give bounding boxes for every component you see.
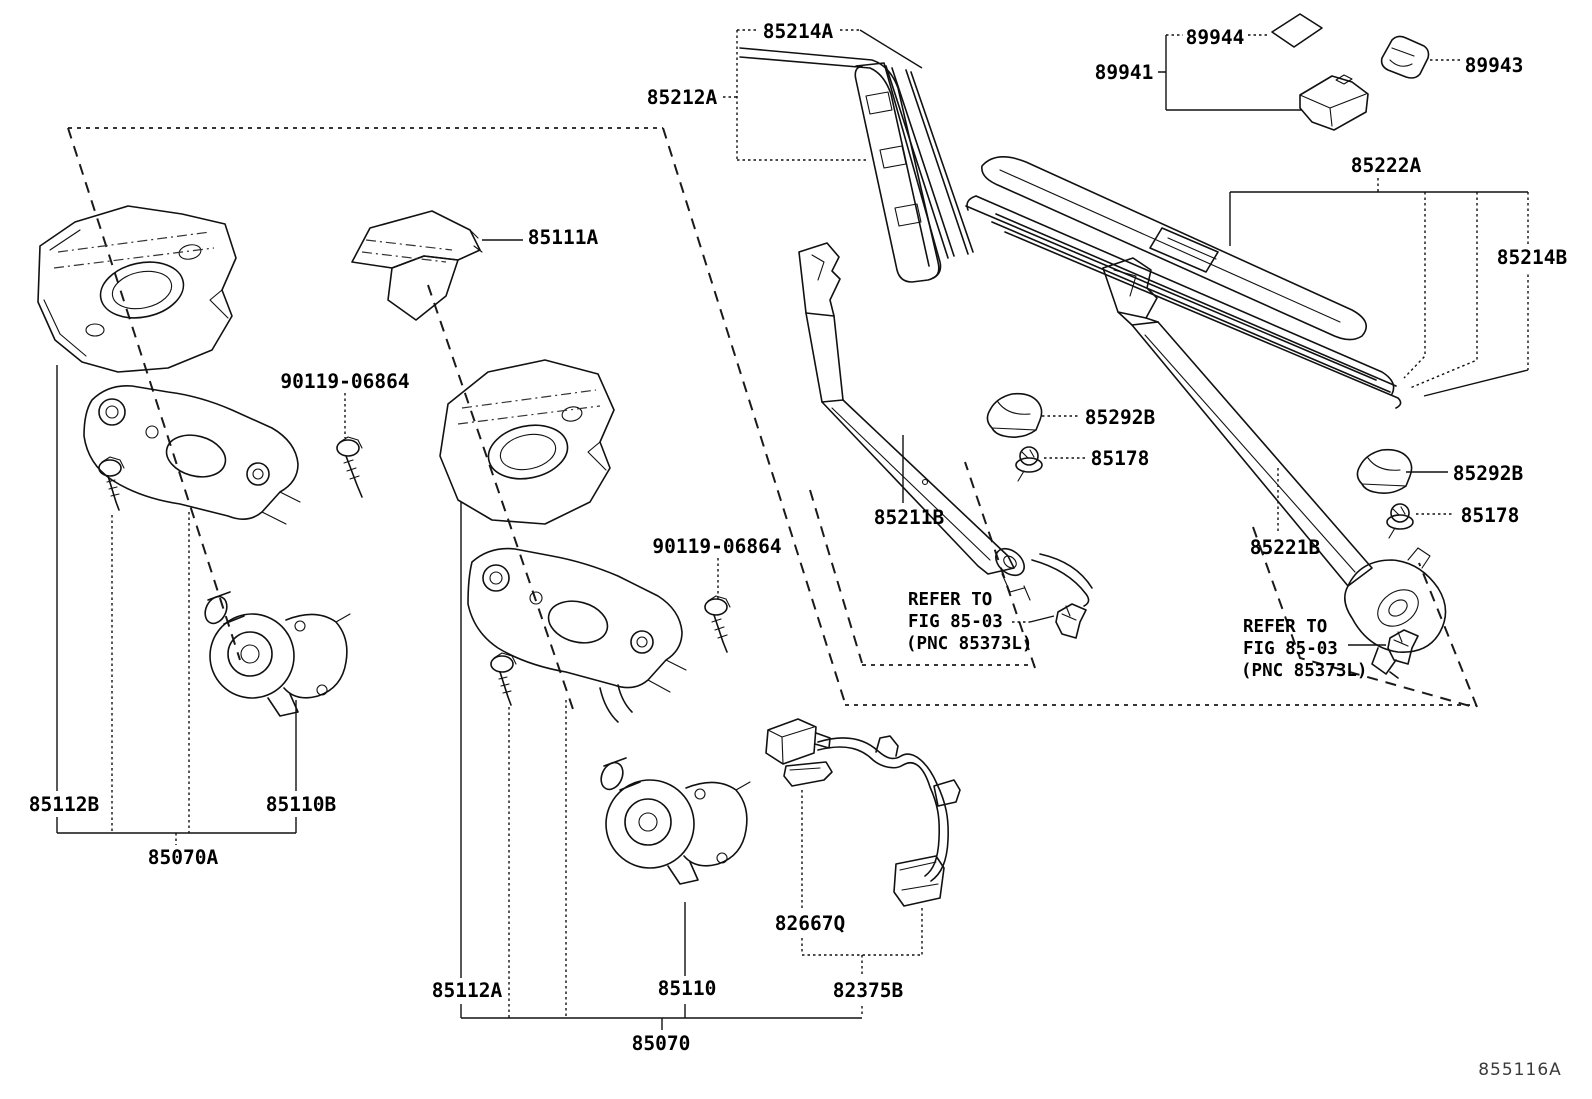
bolt-90119-06864-second (704, 595, 731, 653)
part-label-90119-06864-first[interactable]: 90119-06864 (280, 370, 409, 393)
part-label-90119-06864-second[interactable]: 90119-06864 (652, 535, 781, 558)
part-label-85112b[interactable]: 85112B (29, 793, 100, 816)
part-label-85212a[interactable]: 85212A (647, 86, 718, 109)
wiper-blade-85212a (739, 47, 974, 283)
part-label-85112a[interactable]: 85112A (432, 979, 503, 1002)
refer-note-right-line3: (PNC 85373L) (1241, 661, 1367, 681)
pivot-clip-85373l-left (1055, 603, 1087, 639)
sensor-cover-89943 (1380, 35, 1430, 79)
figure-code: 855116A (1478, 1060, 1562, 1080)
wiper-blade-85222a (965, 156, 1402, 409)
part-label-85110[interactable]: 85110 (658, 977, 717, 1000)
leader-85214a-85212a (723, 29, 923, 161)
part-label-85178-left[interactable]: 85178 (1091, 447, 1150, 470)
part-label-89944[interactable]: 89944 (1186, 26, 1245, 49)
wire-harness-82667q (765, 718, 961, 907)
bolt-90119-06864-first (336, 436, 363, 498)
part-label-85211b[interactable]: 85211B (874, 506, 945, 529)
refer-note-left-line1: REFER TO (908, 590, 992, 610)
sensor-pad-89944 (1271, 13, 1323, 48)
label-backing (770, 910, 852, 936)
leader-refer-left (1012, 615, 1055, 623)
wiper-motor-85110b (204, 591, 351, 717)
cowl-side-panel-85111a (351, 210, 483, 321)
wiper-arm-85211b (798, 242, 1093, 607)
wiper-link-frame-right (467, 547, 687, 723)
refer-note-right-line2: FIG 85-03 (1243, 639, 1338, 659)
pivot-clip-85373l-right (1387, 629, 1419, 665)
part-label-85292b-right[interactable]: 85292B (1453, 462, 1524, 485)
cowl-panel-85112a (439, 359, 615, 525)
label-backing (262, 791, 344, 817)
part-label-85178-right[interactable]: 85178 (1461, 504, 1520, 527)
assembly-group-outlines (67, 127, 1478, 716)
leader-85222a-85214b (1229, 178, 1529, 397)
part-label-82667q[interactable]: 82667Q (775, 912, 845, 935)
pivot-nut-85178-left (1015, 446, 1043, 482)
leader-group-82375b (801, 790, 923, 1016)
screw-middle-group (490, 652, 517, 706)
cowl-panel-85112b (37, 205, 237, 373)
label-backing (24, 791, 106, 817)
refer-note-left-line2: FIG 85-03 (908, 612, 1003, 632)
pivot-cap-85292b-right (1356, 448, 1413, 494)
wiper-motor-85110 (600, 757, 751, 885)
part-label-89943[interactable]: 89943 (1465, 54, 1524, 77)
refer-note-right: REFER TO FIG 85-03 (PNC 85373L) (1241, 617, 1367, 681)
label-backing (428, 978, 508, 1004)
refer-note-left: REFER TO FIG 85-03 (PNC 85373L) (906, 590, 1032, 654)
label-backing (654, 976, 722, 1002)
part-label-85214a[interactable]: 85214A (763, 20, 834, 43)
part-label-85214b[interactable]: 85214B (1497, 246, 1568, 269)
part-label-89941[interactable]: 89941 (1095, 61, 1154, 84)
part-label-85222a[interactable]: 85222A (1351, 154, 1422, 177)
pivot-cap-85292b-left (986, 392, 1043, 438)
part-label-85110b[interactable]: 85110B (266, 793, 337, 816)
part-label-82375b[interactable]: 82375B (833, 979, 904, 1002)
part-label-85221b[interactable]: 85221B (1250, 536, 1321, 559)
wiper-arm-85221b (1102, 257, 1447, 679)
rain-sensor-89941 (1299, 74, 1369, 131)
leader-group-85070 (460, 502, 862, 1030)
refer-note-left-line3: (PNC 85373L) (906, 634, 1032, 654)
label-backing (1492, 244, 1572, 272)
label-backing (828, 978, 910, 1004)
part-label-85070[interactable]: 85070 (632, 1032, 691, 1055)
screw-left-group (98, 456, 125, 511)
part-label-85070a[interactable]: 85070A (148, 846, 219, 869)
wiper-link-frame-left (83, 384, 301, 525)
leader-group-85070a (56, 365, 297, 845)
leader-89941-bracket (1158, 34, 1460, 111)
pivot-nut-85178-right (1386, 503, 1414, 539)
refer-note-right-line1: REFER TO (1243, 617, 1327, 637)
part-label-85292b-left[interactable]: 85292B (1085, 406, 1156, 429)
part-label-85111a[interactable]: 85111A (528, 226, 599, 249)
